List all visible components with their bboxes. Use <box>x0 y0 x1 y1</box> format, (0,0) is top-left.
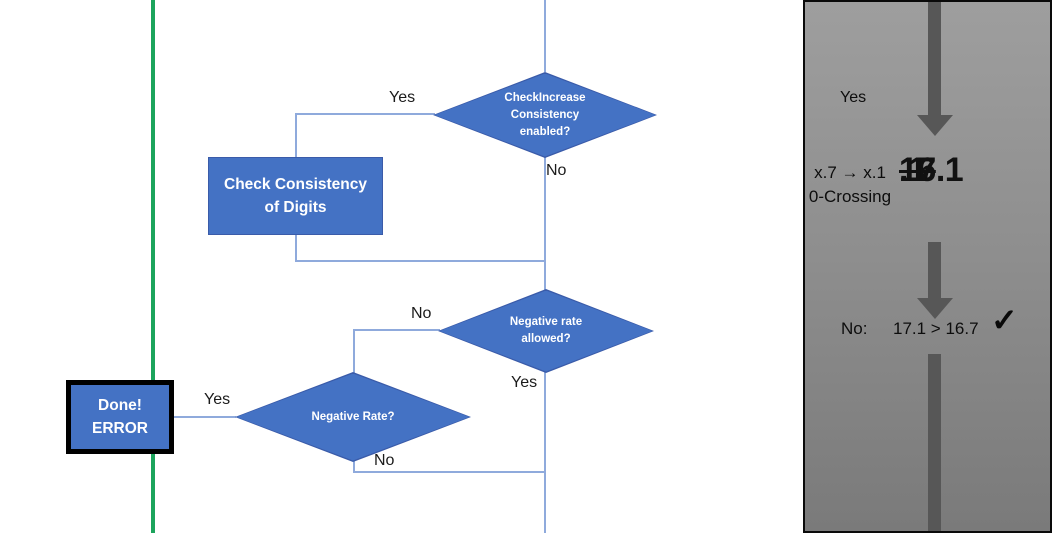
connector-top-vertical <box>544 0 546 72</box>
new-value: 17.1 <box>899 151 964 189</box>
edge-label-no-bottom: No <box>374 452 395 469</box>
decision-negative-rate-allowed-text: Negative rate allowed? <box>438 289 654 373</box>
connector-no-branch-vertical <box>353 329 355 373</box>
text-line: of Digits <box>264 199 327 216</box>
down-arrow-head-icon <box>917 298 953 319</box>
down-arrow-shaft-icon <box>928 354 941 531</box>
decision-check-increase-diamond: CheckIncrease Consistency enabled? <box>433 72 657 158</box>
process-check-consistency-box: Check Consistency of Digits <box>208 157 383 235</box>
connector-merge-horizontal <box>295 260 545 262</box>
text-line: allowed? <box>521 333 571 345</box>
terminal-done-error-text: Done! ERROR <box>71 385 169 449</box>
connector-yes-branch-vertical <box>295 113 297 157</box>
connector-negrate-no-horizontal <box>353 471 545 473</box>
case-line-2: 0-Crossing <box>808 187 892 206</box>
text-line: CheckIncrease <box>504 91 586 104</box>
edge-label-no-top: No <box>546 162 567 179</box>
old-value-rest: .1 <box>899 151 927 189</box>
text-line: Negative Rate? <box>311 410 395 423</box>
text-line: Negative rate <box>509 316 583 328</box>
result-comparison: 17.1 > 16.7 <box>893 319 979 338</box>
decision-negative-rate-text: Negative Rate? <box>235 372 471 462</box>
decision-negative-rate-diamond: Negative Rate? <box>235 372 471 462</box>
text-line: ERROR <box>92 420 148 437</box>
connector-done-horizontal <box>174 416 236 418</box>
green-reference-line <box>151 0 155 533</box>
down-arrow-shaft-icon <box>928 2 941 115</box>
check-icon: ✓ <box>991 302 1018 338</box>
connector-process-down <box>295 235 297 262</box>
case-description: x.7 → x.1 0-Crossing <box>805 161 895 209</box>
annotation-panel: Yes x.7 → x.1 0-Crossing 16.1 17.1 No: 1… <box>803 0 1052 533</box>
case-line-1: x.7 → x.1 <box>814 163 886 182</box>
text-line: Consistency <box>510 108 580 121</box>
connector-negrate-no-vertical <box>353 461 355 473</box>
connector-bottom-vertical <box>544 372 546 533</box>
process-check-consistency-text: Check Consistency of Digits <box>209 158 382 234</box>
text-line: Check Consistency <box>224 176 367 193</box>
decision-check-increase-text: CheckIncrease Consistency enabled? <box>433 72 657 158</box>
down-arrow-shaft-icon <box>928 242 941 298</box>
value-comparison-numbers: 16.1 17.1 <box>899 151 964 189</box>
text-line: Done! <box>98 397 142 414</box>
decision-negative-rate-allowed-diamond: Negative rate allowed? <box>438 289 654 373</box>
edge-label-yes-mid: Yes <box>511 374 538 391</box>
edge-label-yes-top: Yes <box>389 89 416 106</box>
panel-yes-label: Yes <box>840 89 867 106</box>
text-line: enabled? <box>519 125 571 138</box>
connector-yes-branch-horizontal <box>295 113 435 115</box>
down-arrow-head-icon <box>917 115 953 136</box>
connector-no-branch-horizontal <box>353 329 440 331</box>
result-no-label: No: <box>841 319 868 338</box>
edge-label-yes-done: Yes <box>204 391 231 408</box>
terminal-done-error-box: Done! ERROR <box>66 380 174 454</box>
edge-label-no-mid: No <box>411 305 432 322</box>
connector-mid-vertical <box>544 157 546 290</box>
old-value-struck: 16 <box>899 151 936 189</box>
